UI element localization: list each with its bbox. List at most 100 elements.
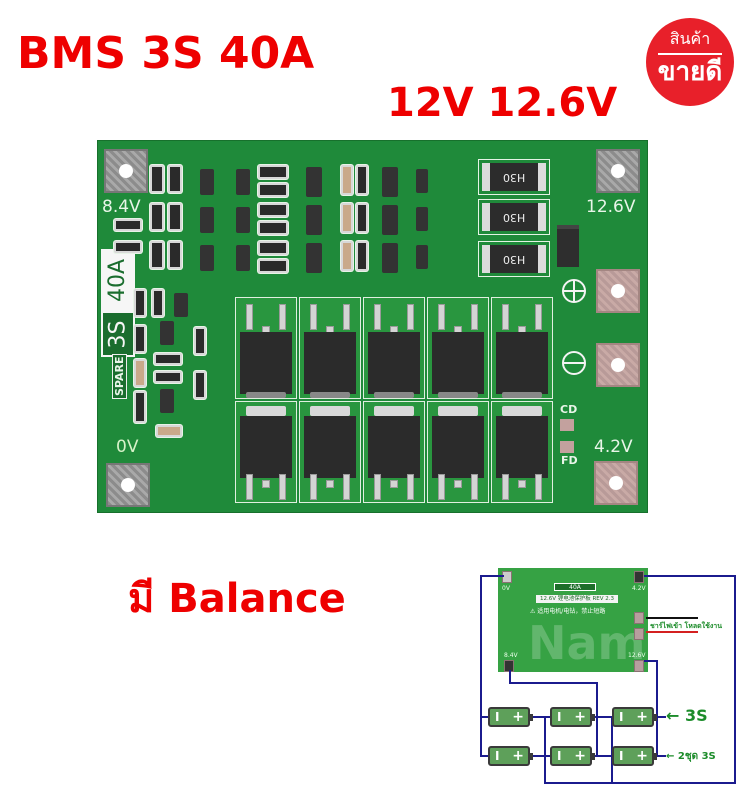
transistor <box>236 207 250 233</box>
mini-model: 40A <box>554 583 596 591</box>
wire <box>644 660 658 662</box>
wire <box>509 670 511 684</box>
battery-cell: I+ <box>550 707 595 727</box>
battery-cell: I+ <box>612 707 657 727</box>
wire <box>480 755 490 757</box>
badge-divider <box>658 53 722 55</box>
pad-label-4v2: 4.2V <box>594 437 633 457</box>
pad-0v <box>106 463 150 507</box>
transistor <box>416 169 428 193</box>
charge-load-note: ชาร์ไฟเข้า โหลดใช้งาน <box>650 622 722 630</box>
smd-resistor <box>134 289 146 317</box>
smd-resistor <box>150 203 164 231</box>
smd-resistor <box>168 165 182 193</box>
wire <box>611 782 736 784</box>
mosfet <box>427 297 489 399</box>
battery-cell: I+ <box>612 746 657 766</box>
battery-cell: I+ <box>488 746 533 766</box>
transistor <box>174 293 188 317</box>
ic-chip <box>306 243 322 273</box>
wire <box>532 716 552 718</box>
ic-chip <box>382 205 398 235</box>
mosfet <box>363 297 425 399</box>
smd-resistor <box>114 241 142 253</box>
row-label-2x3s: ← 2ชุด 3S <box>666 751 716 762</box>
pad-8v4 <box>104 149 148 193</box>
smd-capacitor <box>341 203 353 233</box>
wire <box>656 660 658 757</box>
series-count: 3S <box>105 320 131 348</box>
fd-label: FD <box>561 454 578 467</box>
minus-symbol-icon <box>562 351 586 375</box>
pad-12v6 <box>596 149 640 193</box>
mosfet <box>363 401 425 503</box>
wire <box>480 575 482 757</box>
smd-resistor <box>114 219 142 231</box>
bestseller-badge: สินค้า ขายดี <box>646 18 734 106</box>
wire <box>594 716 614 718</box>
smd-capacitor <box>341 165 353 195</box>
smd-resistor <box>356 241 368 271</box>
diode <box>557 225 579 267</box>
mini-warning: ⚠ 适用电机/电钻，禁止短路 <box>530 608 606 615</box>
smd-resistor <box>168 203 182 231</box>
voltage-label: 12V 12.6V <box>387 80 618 126</box>
mini-board-image: Nam 0V 4.2V 40A 12.6V 锂电池保护板 REV 2.3 ⚠ 适… <box>498 568 648 672</box>
row-label-3s: ← 3S <box>666 706 708 725</box>
smd-resistor <box>150 165 164 193</box>
mosfet <box>427 401 489 503</box>
wire <box>544 782 612 784</box>
smd-resistor <box>168 241 182 269</box>
transistor <box>200 169 214 195</box>
wire <box>644 575 736 577</box>
mosfet <box>235 297 297 399</box>
smd-resistor <box>356 203 368 233</box>
watermark: Nam <box>528 616 646 670</box>
product-title: BMS 3S 40A <box>17 28 315 79</box>
wire-positive <box>646 631 698 633</box>
mini-pad-4v2 <box>634 571 644 583</box>
mini-pad-0v <box>502 571 512 583</box>
wire <box>596 682 598 757</box>
smd-resistor <box>154 371 182 383</box>
transistor <box>416 245 428 269</box>
battery-cell: I+ <box>488 707 533 727</box>
smd-resistor <box>258 241 288 255</box>
wire <box>480 575 504 577</box>
mosfet <box>235 401 297 503</box>
cd-test-point <box>560 419 574 431</box>
smd-resistor <box>154 353 182 365</box>
fd-test-point <box>560 441 574 453</box>
badge-bottom-text: ขายดี <box>657 57 723 87</box>
cd-label: CD <box>560 403 578 416</box>
mini-pad-minus <box>634 612 644 624</box>
ic-chip <box>306 167 322 197</box>
pad-label-0v: 0V <box>116 437 139 457</box>
shunt-resistor: H30 <box>478 241 550 277</box>
smd-resistor <box>258 183 288 197</box>
transistor <box>200 245 214 271</box>
mosfet <box>491 401 553 503</box>
smd-resistor <box>258 221 288 235</box>
ic-chip <box>306 205 322 235</box>
mosfet <box>491 297 553 399</box>
smd-capacitor <box>156 425 182 437</box>
transistor <box>416 207 428 231</box>
pad-minus <box>596 343 640 387</box>
transistor <box>236 169 250 195</box>
model-silkscreen-label: 40A 3S <box>101 249 135 357</box>
transistor <box>236 245 250 271</box>
wire <box>544 716 546 784</box>
badge-top-text: สินค้า <box>669 29 711 48</box>
mini-revision: 12.6V 锂电池保护板 REV 2.3 <box>536 595 618 603</box>
smd-resistor <box>150 241 164 269</box>
mini-pad-12v6 <box>634 660 644 672</box>
battery-cell: I+ <box>550 746 595 766</box>
smd-resistor <box>258 203 288 217</box>
smd-resistor <box>134 391 146 423</box>
wire <box>656 716 666 718</box>
smd-resistor <box>134 325 146 353</box>
shunt-resistor: H30 <box>478 159 550 195</box>
balance-feature-label: มี Balance <box>128 576 346 622</box>
wire <box>734 575 736 784</box>
